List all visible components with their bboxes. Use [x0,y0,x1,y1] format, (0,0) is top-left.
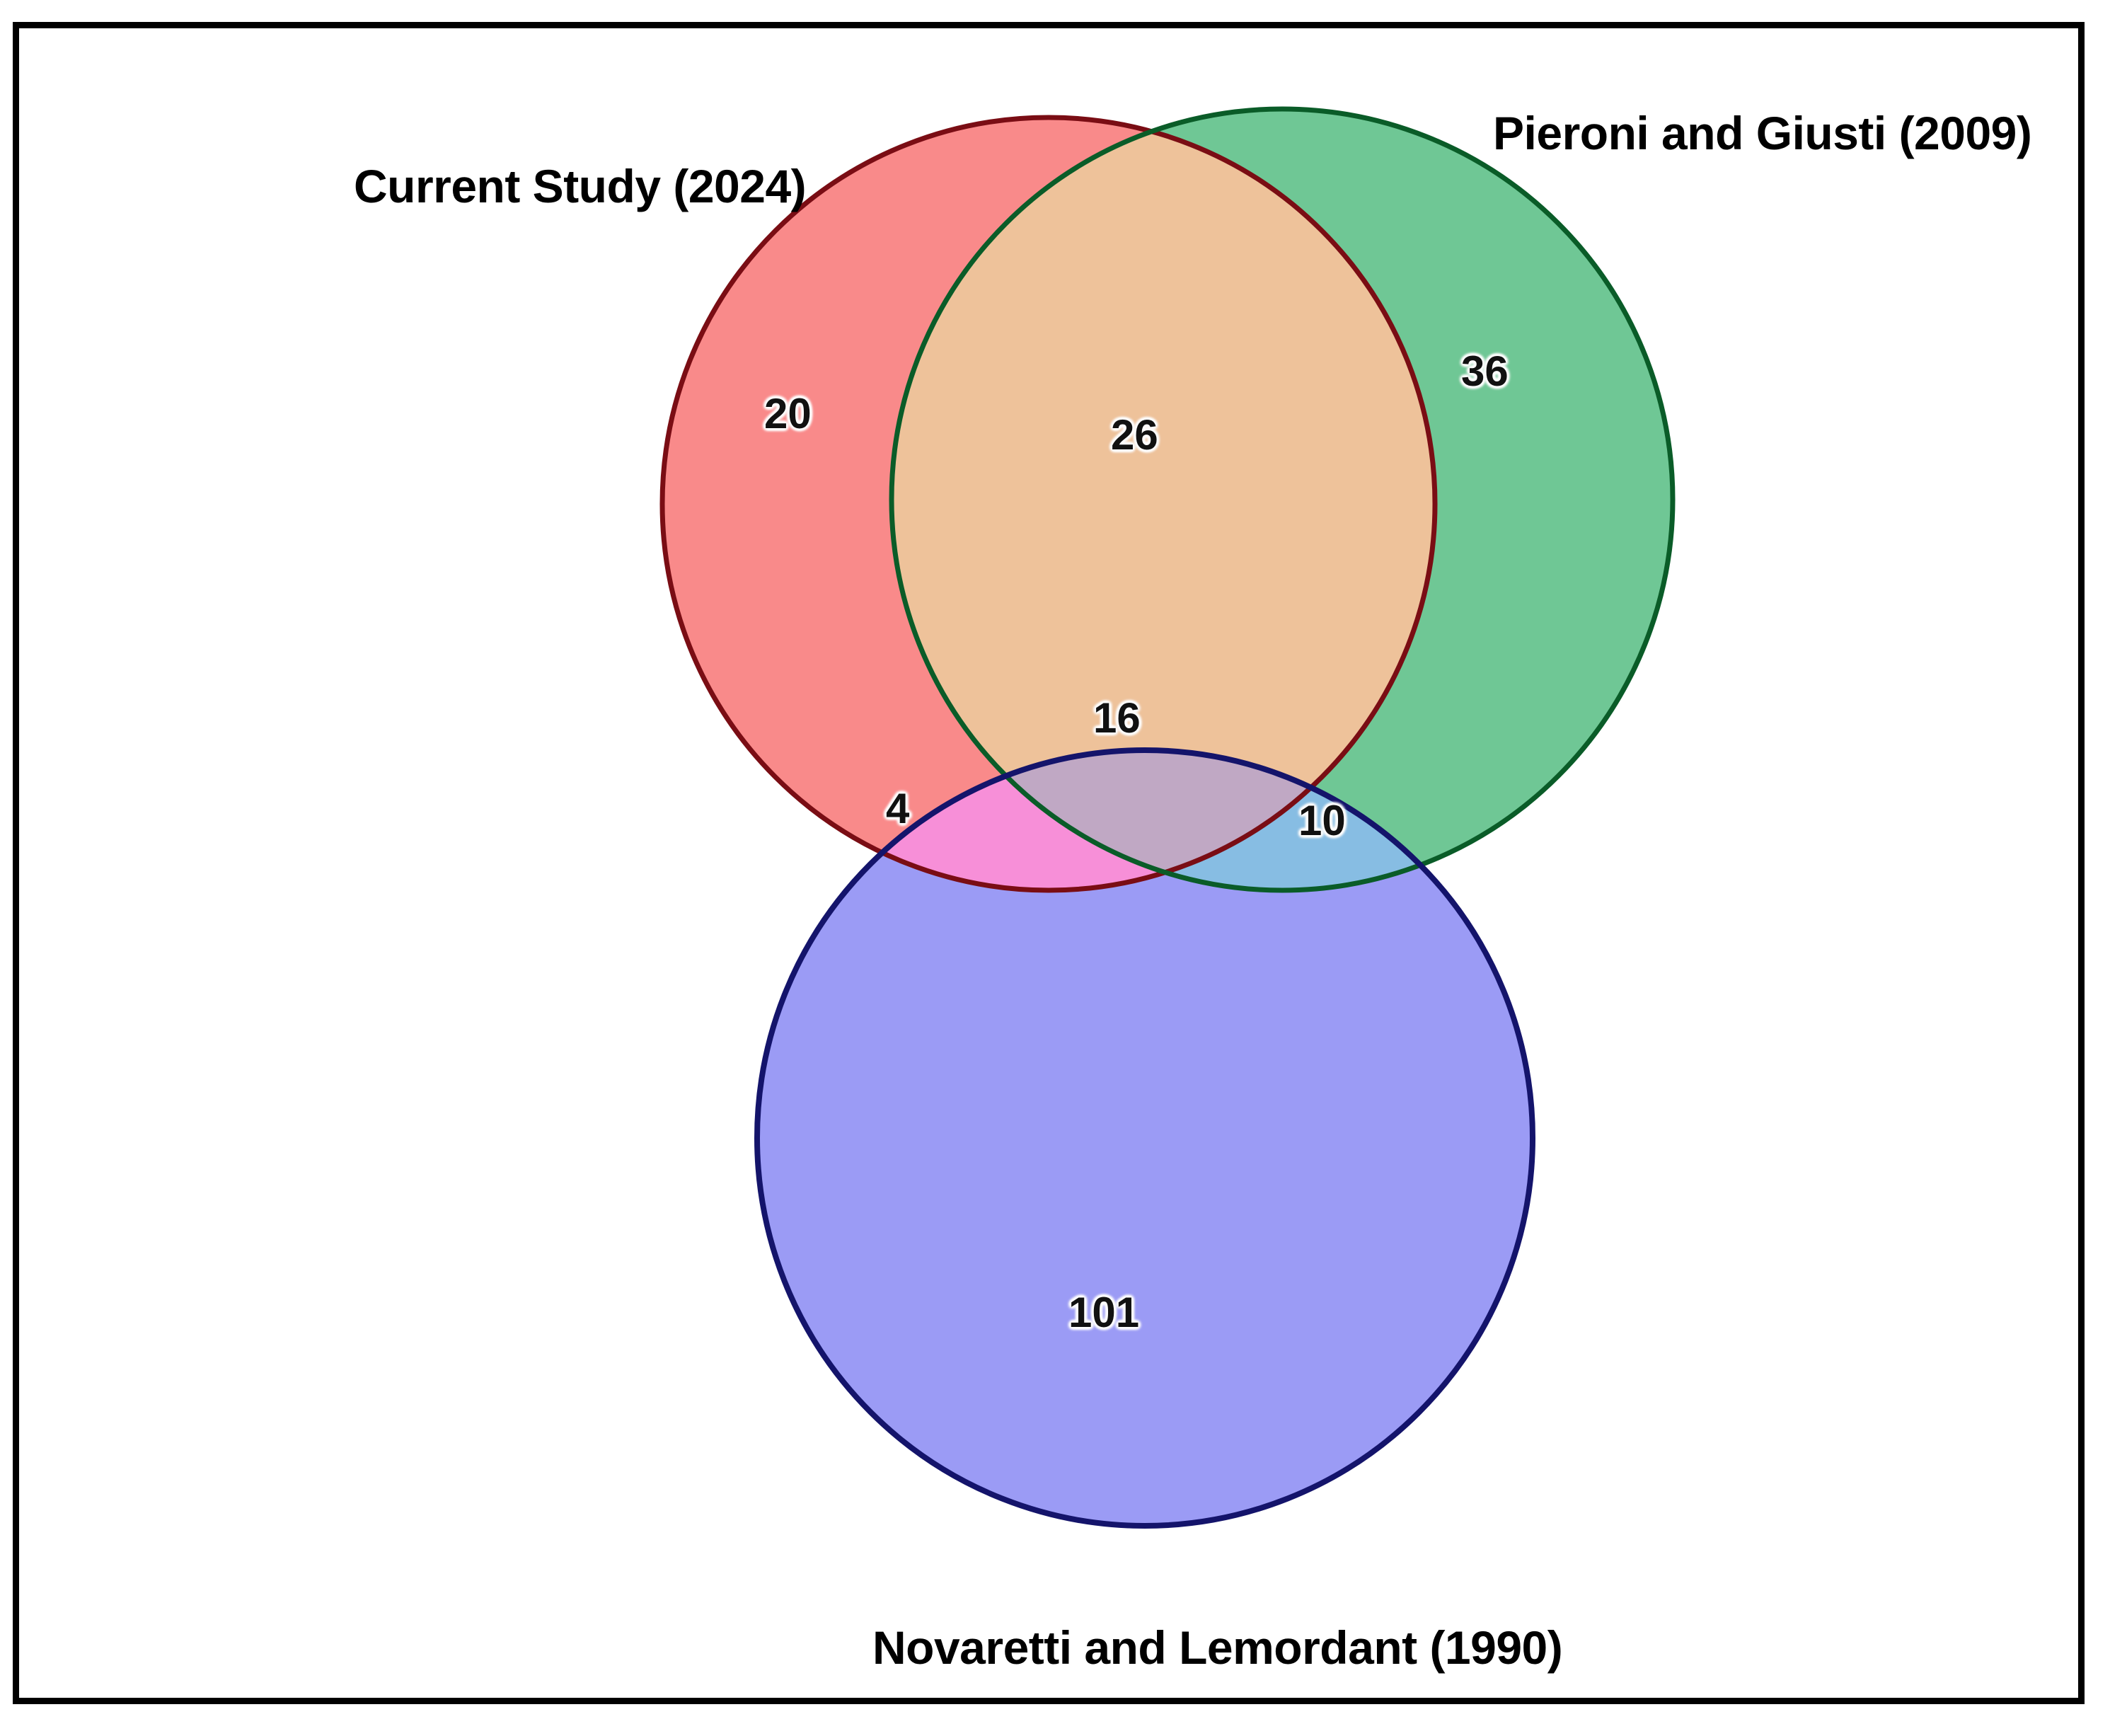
circle-set-c [757,750,1533,1526]
region-count-a-and-b: 26 [1111,411,1158,459]
circle-set-a-outline [659,115,1438,893]
set-label-current-study: Current Study (2024) [354,160,807,212]
region-count-b-and-c: 10 [1298,797,1346,844]
region-count-a-only: 20 [764,390,812,437]
region-count-a-and-c: 4 [886,785,910,832]
region-count-a-and-b-and-c: 16 [1093,694,1141,742]
set-label-pieroni-giusti: Pieroni and Giusti (2009) [1493,107,2032,159]
overlap-a-b [892,117,1435,890]
region-count-c-only: 101 [1068,1289,1140,1336]
circle-set-c-outline [754,747,1535,1529]
set-label-novaretti-lemordant: Novaretti and Lemordant (1990) [872,1621,1563,1674]
region-count-b-only: 36 [1461,347,1509,395]
circle-set-b-outline [889,106,1676,893]
